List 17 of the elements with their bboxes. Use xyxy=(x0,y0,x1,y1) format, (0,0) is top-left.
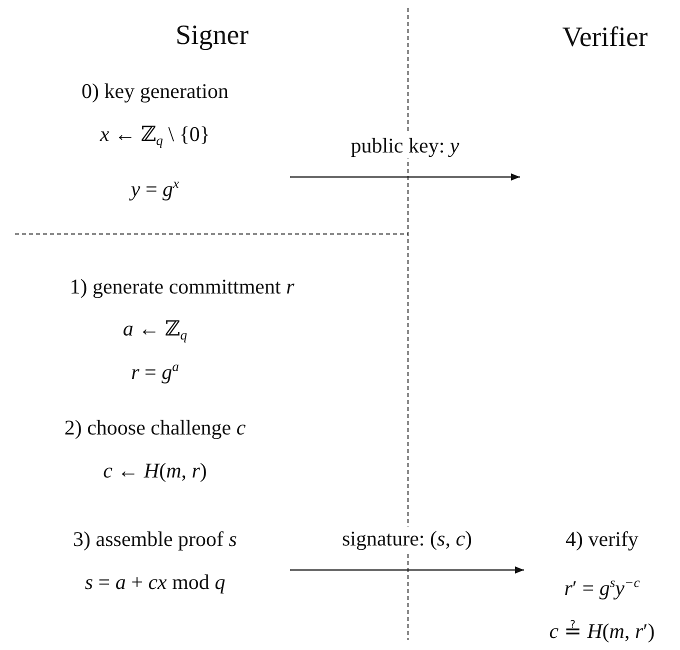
formula: c ≟ H(m, r′) xyxy=(549,618,655,646)
formula: y = g$^{x}$ xyxy=(130,175,180,204)
formula: a ← ℤ$_{q}$ xyxy=(122,316,188,344)
arrow xyxy=(290,173,520,181)
step-heading: 0) key generation xyxy=(82,78,228,105)
formula: r = g$^{a}$ xyxy=(131,358,179,386)
column-heading: Verifier xyxy=(562,22,648,54)
step-heading: 2) choose challenge c xyxy=(64,416,246,440)
formula: x ← ℤ$_{q}$ \ {0} xyxy=(100,121,210,150)
arrow xyxy=(290,566,524,574)
step-heading: 1) generate committment r xyxy=(70,274,294,300)
formula: c ← H(m, r) xyxy=(103,458,207,484)
formula: r′ = g$^{s}$y$^{−c}$ xyxy=(564,574,640,602)
formula: s = a + cx mod q xyxy=(84,569,226,596)
column-heading: Signer xyxy=(175,20,249,52)
step-heading: 4) verify xyxy=(566,526,638,553)
step-heading: 3) assemble proof s xyxy=(73,526,237,553)
